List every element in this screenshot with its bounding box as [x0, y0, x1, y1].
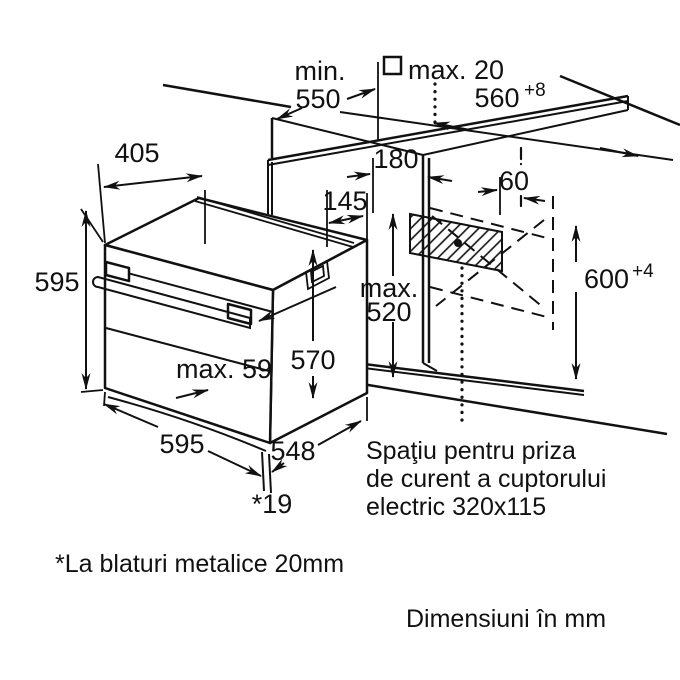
extension-lines: [80, 62, 501, 421]
overhang-line-1: [261, 451, 265, 492]
arrow-max59-lower: [175, 389, 210, 399]
cabinet-base-line: [355, 381, 668, 436]
dim-405: 405: [114, 138, 159, 168]
counter-strip-bottom-edge: [422, 109, 629, 156]
square-symbol-icon: [382, 55, 403, 76]
arrow-60-left: [477, 187, 499, 197]
ext-595-bottom: [80, 389, 104, 393]
dim-max520-value: 520: [366, 297, 411, 327]
dimension-labels: min. 550 max. 20 560 +8 405 180 145 60 5…: [34, 55, 654, 519]
arrow-595w-right: [207, 450, 262, 477]
arrow-180-right: [426, 175, 453, 185]
notes: Spaţiu pentru priza de curent a cuptorul…: [55, 437, 606, 633]
cavity-dashed-bottom: [429, 286, 552, 319]
arrow-180-left: [346, 171, 372, 181]
dim-595-height: 595: [34, 267, 79, 297]
oven-plinth-curve: [107, 396, 267, 452]
socket-note-line2: de curent a cuptorului: [366, 465, 606, 493]
ext-405-left: [97, 163, 106, 244]
dim-min-label: min.: [294, 56, 345, 86]
oven-side-vent-inner: [310, 264, 325, 284]
niche-floor-front-2: [363, 367, 585, 396]
right-wall-top-line: [559, 74, 680, 127]
dim-595-width: 595: [159, 429, 204, 459]
arrow-min550-left: [276, 107, 303, 120]
dim-max520-label: max.: [360, 273, 419, 303]
arrow-max59-upper: [258, 286, 337, 322]
arrow-145: [327, 214, 365, 225]
dim-min-value: 550: [295, 84, 340, 114]
ext-595-top: [80, 208, 104, 243]
counter-back-junction-line: [271, 117, 424, 156]
dim-niche-height: 600: [584, 264, 629, 294]
dim-19: *19: [252, 489, 293, 519]
dim-niche-height-sup: +4: [632, 261, 654, 282]
dim-max20: max. 20: [408, 55, 504, 85]
arrow-548-callout: [271, 458, 288, 473]
arrow-405: [102, 173, 204, 190]
socket-note-line1: Spaţiu pentru priza: [366, 437, 576, 465]
socket-center-dot: [454, 239, 462, 247]
dimension-arrows: [81, 88, 640, 477]
arrow-560-right: [599, 147, 640, 158]
dim-niche-width-sup: +8: [524, 80, 546, 101]
dim-570: 570: [290, 345, 335, 375]
oven-door-line: [105, 327, 270, 372]
overhang-line-2: [268, 453, 272, 494]
arrow-595w-left: [103, 403, 159, 428]
dim-niche-width: 560: [474, 83, 519, 113]
arrow-548-dim: [317, 420, 362, 446]
room-linework: [162, 74, 680, 436]
dim-548: 548: [270, 436, 315, 466]
units-note: Dimensiuni în mm: [406, 605, 606, 633]
dim-max59: max. 59: [176, 354, 272, 384]
counter-front-edge-2: [267, 100, 629, 166]
dim-145: 145: [322, 186, 367, 216]
arrow-60-right: [522, 195, 546, 205]
niche-floor-front: [363, 362, 585, 393]
oven-drawing: [92, 196, 369, 494]
socket-note-line3: electric 320x115: [366, 493, 546, 521]
oven-handle-bracket-left: [104, 260, 131, 283]
left-wall-top-line: [162, 83, 292, 109]
oven-control-panel-line: [104, 266, 274, 313]
dim-60: 60: [499, 166, 529, 196]
dim-180: 180: [373, 144, 418, 174]
oven-front-face: [103, 243, 275, 445]
niche-column-base: [422, 362, 438, 372]
oven-handle-bar: [92, 275, 251, 330]
metal-worktop-note: *La blaturi metalice 20mm: [55, 550, 344, 578]
arrow-560-left: [432, 121, 471, 131]
arrow-min550-right: [346, 88, 377, 100]
oven-side-vent-outer: [305, 259, 330, 291]
